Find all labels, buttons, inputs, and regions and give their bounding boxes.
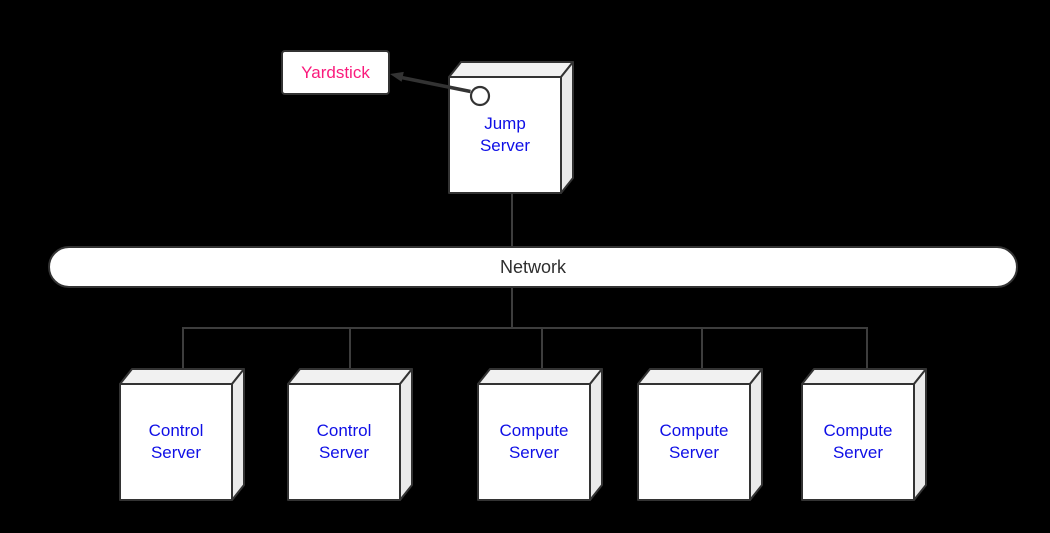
compute-server-2-label: Compute Server: [659, 420, 729, 462]
jump-server-label: Jump Server: [479, 113, 531, 155]
jump-server-node: Jump Server: [448, 61, 574, 194]
compute-server-2-node: Compute Server: [637, 368, 763, 501]
network-label: Network: [499, 256, 566, 277]
cube-shape-icon: [801, 368, 927, 501]
cube-shape-icon: [637, 368, 763, 501]
cube-shape-icon: [448, 61, 574, 194]
arrowhead-icon: [390, 71, 404, 82]
control-server-1-node: Control Server: [119, 368, 245, 501]
yardstick-node: Yardstick: [281, 50, 390, 95]
network-node: Network: [48, 246, 1018, 288]
yardstick-label: Yardstick: [301, 62, 370, 82]
cube-shape-icon: [287, 368, 413, 501]
cube-shape-icon: [119, 368, 245, 501]
compute-server-3-node: Compute Server: [801, 368, 927, 501]
cube-shape-icon: [477, 368, 603, 501]
control-server-2-node: Control Server: [287, 368, 413, 501]
compute-server-3-label: Compute Server: [823, 420, 893, 462]
control-server-2-label: Control Server: [316, 420, 372, 462]
compute-server-1-label: Compute Server: [499, 420, 569, 462]
control-server-1-label: Control Server: [148, 420, 204, 462]
compute-server-1-node: Compute Server: [477, 368, 603, 501]
